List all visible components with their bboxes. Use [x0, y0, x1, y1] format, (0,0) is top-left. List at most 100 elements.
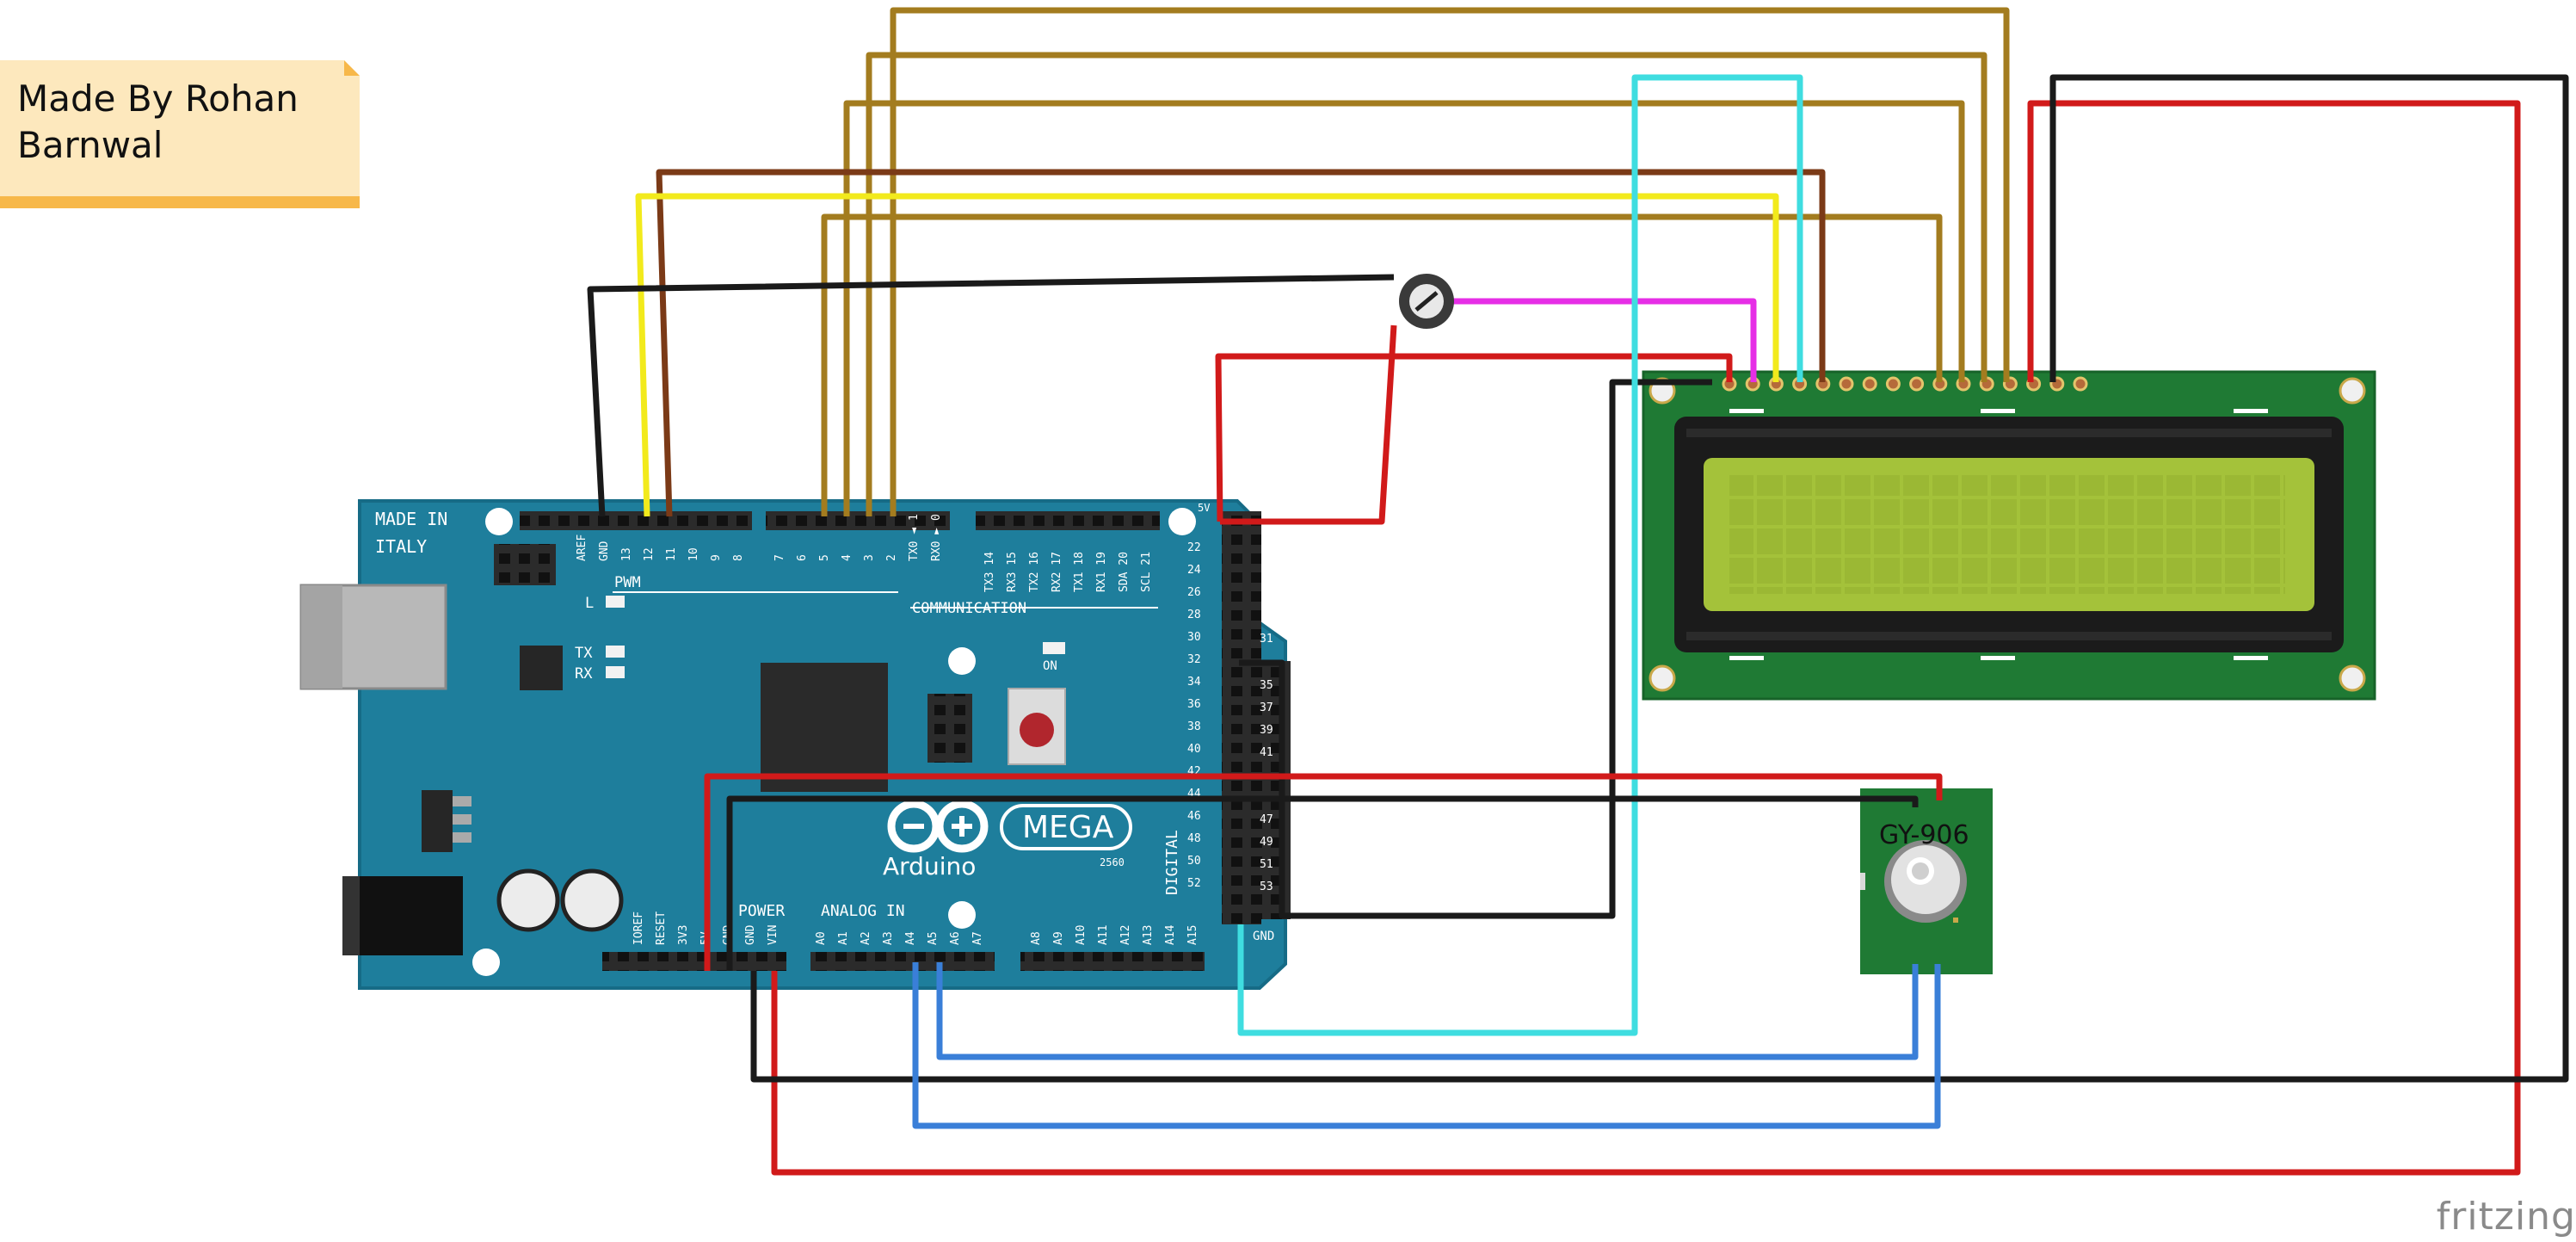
capacitor	[496, 868, 560, 932]
pin-label: 40	[1187, 743, 1201, 756]
wire-d4-to-lcd-d5	[843, 100, 1965, 516]
pin-label: 41	[1260, 746, 1273, 759]
pin-label: 35	[1260, 679, 1273, 692]
wire-lcd-backlight-cathode	[750, 74, 2569, 1083]
pin-label: A10	[1075, 925, 1088, 945]
pin-label: 48	[1187, 832, 1201, 845]
pin-label: A2	[860, 931, 872, 945]
gnd-label: GND	[1253, 930, 1274, 943]
arduino-logo: MEGA Arduino	[883, 800, 1132, 881]
pin-label: RESET	[655, 911, 668, 945]
wire-gnd-to-potentiometer	[587, 274, 1395, 517]
pin-label: A1	[837, 931, 850, 945]
pin-label: 5	[818, 554, 831, 561]
arduino-mega-board: MADE IN ITALY PWM L TX RX COMMUNICATION …	[299, 499, 1291, 990]
header-analog-2	[1020, 952, 1205, 971]
italy-label: ITALY	[375, 536, 427, 557]
wire-lcd-vss-to-gnd	[1239, 379, 1712, 919]
wire-d2-to-lcd-d7	[890, 7, 2010, 516]
wire-sensor-gnd	[726, 795, 1919, 971]
pin-label: 52	[1187, 877, 1201, 890]
arduino-brand-label: Arduino	[883, 852, 976, 881]
pin-label: 12	[643, 547, 656, 561]
header-digital-top-2	[766, 511, 950, 530]
pin-label: VIN	[767, 925, 780, 945]
made-in-label: MADE IN	[375, 509, 447, 529]
header-digital-top-1	[520, 511, 752, 530]
pin-label: A13	[1142, 925, 1155, 945]
lcd-header-pin	[1885, 376, 1901, 392]
on-label: ON	[1043, 659, 1057, 673]
pin-label: TX1 18	[1073, 552, 1086, 592]
pin-label: 2	[885, 554, 898, 561]
pin-label: A3	[882, 931, 895, 945]
pin-label: 24	[1187, 564, 1201, 577]
l-label: L	[585, 595, 594, 612]
microcontroller-chip	[761, 663, 888, 792]
pin-label: A7	[971, 931, 984, 945]
wire-potentiometer-to-lcd-v0	[1451, 298, 1757, 382]
pin-label: 11	[665, 547, 678, 561]
pin-label: 13	[620, 547, 633, 561]
tx-label: TX	[575, 645, 593, 662]
wire-5v-to-potentiometer	[1220, 324, 1397, 525]
header-communication	[976, 511, 1160, 530]
header-power	[602, 952, 786, 971]
digital-label: DIGITAL	[1163, 830, 1181, 895]
pin-label: 50	[1187, 855, 1201, 868]
pin-label: A15	[1186, 925, 1199, 945]
capacitor	[560, 868, 624, 932]
pin-label: 30	[1187, 631, 1201, 644]
pin-label: GND	[744, 924, 757, 945]
pin-label: A11	[1097, 925, 1110, 945]
pin-label: SDA 20	[1118, 552, 1131, 592]
pin-label: AREF	[576, 534, 589, 561]
pin-label: A6	[949, 931, 962, 945]
pin-label: TX3 14	[983, 552, 996, 592]
pin-label: 37	[1260, 701, 1273, 714]
pin-label: 53	[1260, 881, 1273, 893]
pin-label: A0	[815, 931, 828, 945]
pin-label: A5	[927, 931, 940, 945]
pin-label: SCL 21	[1140, 552, 1153, 592]
5v-label: 5V	[1198, 502, 1210, 514]
rx-label: RX	[575, 665, 593, 683]
author-note: Made By Rohan Barnwal	[0, 60, 360, 208]
pin-label: 34	[1187, 676, 1201, 689]
pin-label: 3V3	[677, 925, 690, 945]
pin-label: TX0 ◄ 1	[908, 514, 921, 561]
header-analog-1	[810, 952, 995, 971]
wire-sensor-scl	[936, 962, 1919, 1060]
wire-lcd-rw-to-gnd	[1237, 74, 1803, 1036]
analog-in-label: ANALOG IN	[821, 902, 905, 920]
pin-label: 4	[841, 554, 854, 561]
pin-label: A12	[1119, 925, 1132, 945]
pin-label: 39	[1260, 724, 1273, 737]
pin-label: 10	[687, 547, 700, 561]
header-digital-side-right	[1261, 661, 1291, 919]
potentiometer	[1399, 274, 1454, 329]
pin-label: 47	[1260, 813, 1273, 826]
pin-label: 49	[1260, 836, 1273, 849]
wire-lcd-backlight-anode	[771, 100, 2521, 1176]
pin-label: RX0 ► 0	[930, 514, 943, 561]
mega-label: MEGA	[1022, 810, 1114, 845]
fritzing-logo: fritzing	[2436, 1195, 2576, 1239]
pin-label: 51	[1260, 858, 1273, 871]
pin-label: RX2 17	[1051, 552, 1063, 592]
pin-label: GND	[598, 541, 611, 561]
power-jack	[342, 876, 463, 955]
lcd-header-pin	[1839, 376, 1854, 392]
pin-label: RX1 19	[1095, 552, 1108, 592]
pin-label: A14	[1164, 924, 1177, 945]
wire-d12-to-lcd-rs	[635, 193, 1779, 517]
wire-sensor-sda	[912, 962, 1941, 1129]
header-digital-side	[1222, 511, 1261, 924]
pin-label: TX2 16	[1028, 552, 1041, 592]
sensor-label: GY-906	[1879, 820, 1969, 850]
lcd-header-pin	[1862, 376, 1877, 392]
author-note-text: Made By Rohan Barnwal	[17, 77, 299, 166]
pin-label: A8	[1030, 931, 1043, 945]
note-corner	[344, 60, 360, 76]
